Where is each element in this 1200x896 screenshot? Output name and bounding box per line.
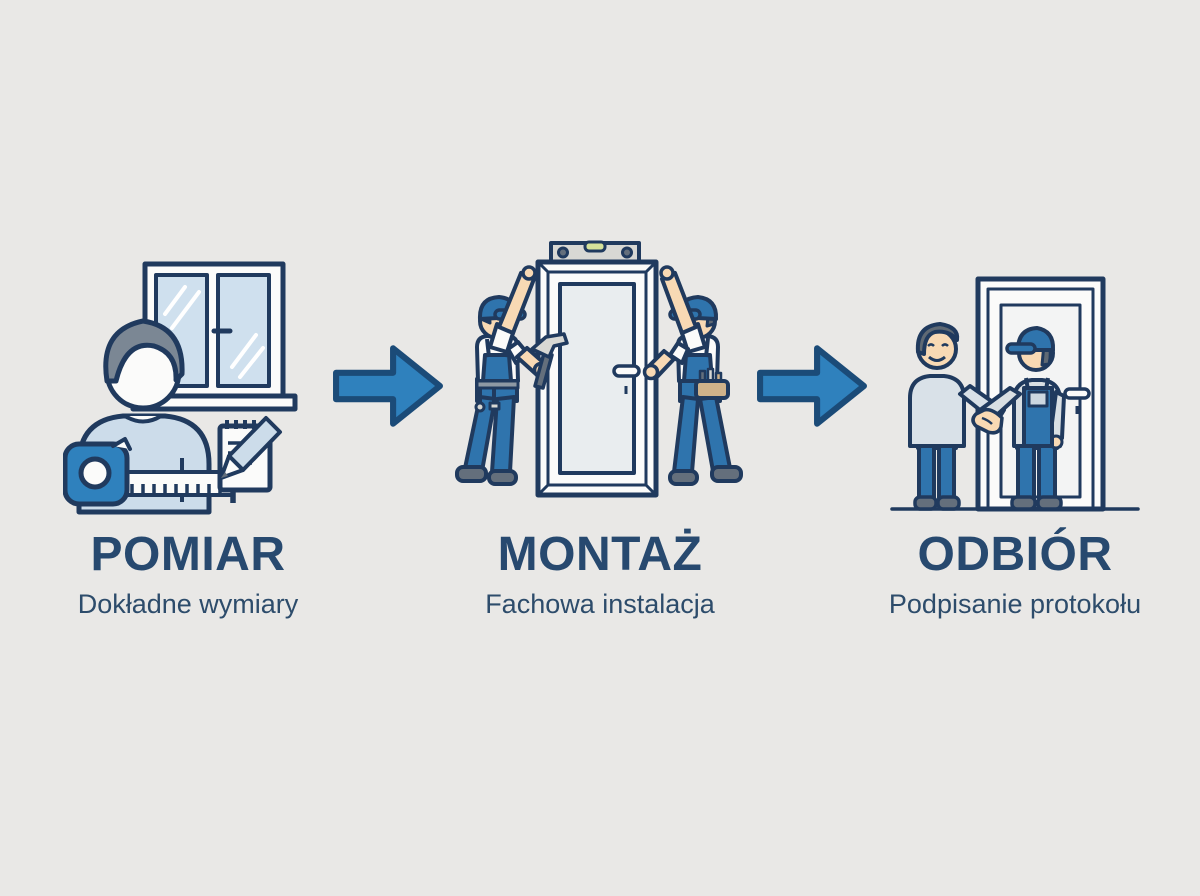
step-title: POMIAR: [90, 528, 286, 581]
measurement-scene-svg: [63, 261, 298, 515]
installation-illustration: [440, 231, 760, 516]
handover-scene-svg: [890, 276, 1140, 512]
tool-belt-icon: [694, 367, 730, 400]
measuring-tape-icon: [63, 437, 132, 507]
spirit-level-icon: [549, 240, 641, 264]
step-odbior: ODBIÓR Podpisanie protokołu: [862, 248, 1168, 620]
door-icon: [535, 259, 659, 498]
worker-left-icon: [455, 265, 569, 486]
step-pomiar: POMIAR Dokładne wymiary: [38, 248, 338, 620]
hammer-icon: [530, 332, 569, 390]
step-subtitle: Podpisanie protokołu: [888, 589, 1142, 620]
arrow-right-icon: [756, 342, 868, 430]
tape-ruler-icon: [103, 467, 236, 503]
step-subtitle: Dokładne wymiary: [77, 589, 299, 620]
step-subtitle: Fachowa instalacja: [485, 589, 715, 620]
pencil-icon: [219, 416, 282, 480]
measurement-illustration: [38, 248, 338, 516]
handshake-icon: [971, 407, 1004, 435]
step-title: MONTAŻ: [497, 528, 703, 581]
worker-right-icon: [642, 265, 743, 486]
installer-icon: [978, 326, 1066, 511]
installation-scene-svg: [455, 240, 743, 498]
step-montaz: MONTAŻ Fachowa instalacja: [440, 231, 760, 620]
arrow-right-icon: [332, 342, 444, 430]
step-title: ODBIÓR: [917, 528, 1113, 581]
handover-illustration: [862, 248, 1168, 516]
